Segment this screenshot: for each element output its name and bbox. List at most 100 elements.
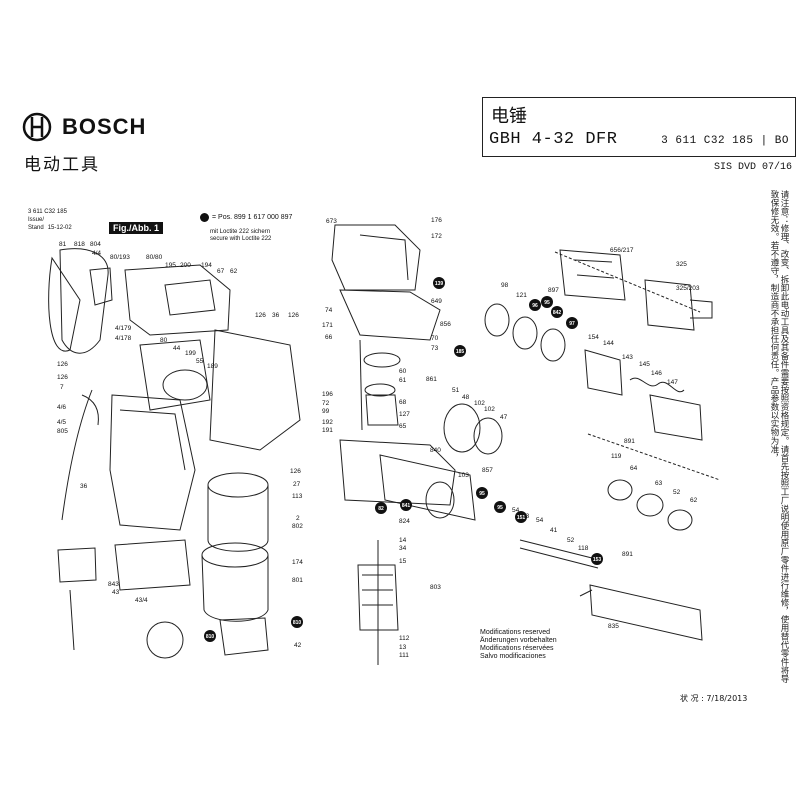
part-number-label: 14 [399,537,407,544]
callout-dot-icon [529,299,541,311]
gear-housing-detail [119,409,186,471]
callout-dot-icon [291,616,303,628]
callout-dot-icon [551,306,563,318]
model-number: GBH 4-32 DFR [489,130,618,149]
callout-marker: 96 [529,299,541,311]
armature-top [201,542,269,568]
callout-dot-icon [200,213,209,222]
sleeve-ring-1 [484,303,510,337]
part-number-label: 72 [322,400,330,407]
part-number-label: 126 [255,312,266,319]
issue-date: 15-12-02 [47,225,72,231]
callout-number: 95 [544,300,550,306]
part-number-label: 54 [512,507,520,514]
callout-number: 153 [593,557,602,563]
bearing-ring [425,481,455,519]
impact-ring-1 [607,479,633,501]
part-number-label: 145 [639,361,650,368]
callout-dot-icon [454,345,466,357]
issue-label: Issue/ [28,217,45,223]
part-number-label: 856 [440,321,451,328]
part-number-label: 67 [217,268,225,275]
chuck-detail [574,259,615,279]
bosch-armature-icon [22,112,52,142]
axis-line-lower [554,251,701,313]
base-cover [114,539,191,591]
part-number-label: 103 [458,472,469,479]
pinion-gear [363,352,401,368]
power-cable [61,389,93,521]
armature-body [201,554,269,622]
part-number-label: 118 [578,545,589,552]
callout-marker: 153 [591,553,603,565]
part-number-label: 824 [399,518,410,525]
part-number-label: 143 [622,354,633,361]
part-number-label: 52 [567,537,575,544]
part-number-label: 835 [608,623,619,630]
part-number-label: 15 [399,558,407,565]
callout-number: 185 [456,349,465,355]
part-number-label: 55 [196,358,204,365]
part-number-label: 4/179 [115,325,132,332]
lower-gear-housing [339,439,456,506]
tool-holder [644,279,695,331]
part-number-label: 897 [548,287,559,294]
part-number-label: 121 [516,292,527,299]
callout-marker: 95 [476,487,488,499]
part-number-label: 891 [622,551,633,558]
part-number-label: 60 [399,368,407,375]
callout-marker: 185 [454,345,466,357]
callout-marker: 841 [400,499,412,511]
part-number-label: 126 [57,374,68,381]
part-number-label: 98 [501,282,509,289]
part-number-label: 36 [80,483,88,490]
part-number-label: 7 [60,384,64,391]
part-number-label: 174 [292,559,303,566]
callout-dot-icon [515,511,527,523]
callout-number: 810 [206,634,215,640]
callout-marker: 151 [515,511,527,523]
part-number-label: 196 [322,391,333,398]
part-number-label: 325/203 [676,285,700,292]
part-number-label: 843 [108,581,119,588]
callout-number: 95 [497,505,503,511]
part-number-label: 41 [550,527,558,534]
part-number-label: 36 [272,312,280,319]
status-date: 状 况 : 7/18/2013 [680,694,748,703]
part-number-label: 804 [90,241,101,248]
part-number-label: 52 [673,489,681,496]
lever-assembly [339,289,441,341]
title-block: 电锤 GBH 4-32 DFR 3 611 C32 185 | BO [482,97,796,157]
product-name: 电锤 [491,106,527,127]
figure-label: Fig./Abb. 1 [109,222,163,234]
cable-sleeve [81,394,99,426]
part-number-label: 81 [59,241,67,248]
clutch-ring [473,417,503,455]
rotor-body [357,564,399,631]
part-number-label: 154 [588,334,599,341]
callout-number: 151 [517,515,526,521]
axis-line-upper [587,433,721,481]
piston-tube [379,454,476,521]
part-number-label: 119 [611,453,622,460]
chuck-assembly [559,249,626,301]
callout-marker: 139 [433,277,445,289]
rear-handle [59,248,109,354]
loctite-de: mit Loctite 222 sichern [210,229,271,235]
part-number-label: 189 [207,363,218,370]
hammer-tube [589,584,703,641]
part-number-label: 42 [294,642,302,649]
part-number-label: 64 [630,465,638,472]
modifications-line: Salvo modificaciones [480,653,546,660]
stator-body [207,485,269,552]
part-number-label: 62 [230,268,238,275]
drawing-code: 3 611 C32 185 [28,209,67,215]
callout-marker: 810 [291,616,303,628]
part-number-label: 61 [399,377,407,384]
part-number-label: 44 [173,345,181,352]
part-number-label: 73 [431,345,439,352]
part-number-label: 48 [462,394,470,401]
callout-number: 97 [569,321,575,327]
part-number: 3 611 C32 185 | BO [661,135,789,147]
